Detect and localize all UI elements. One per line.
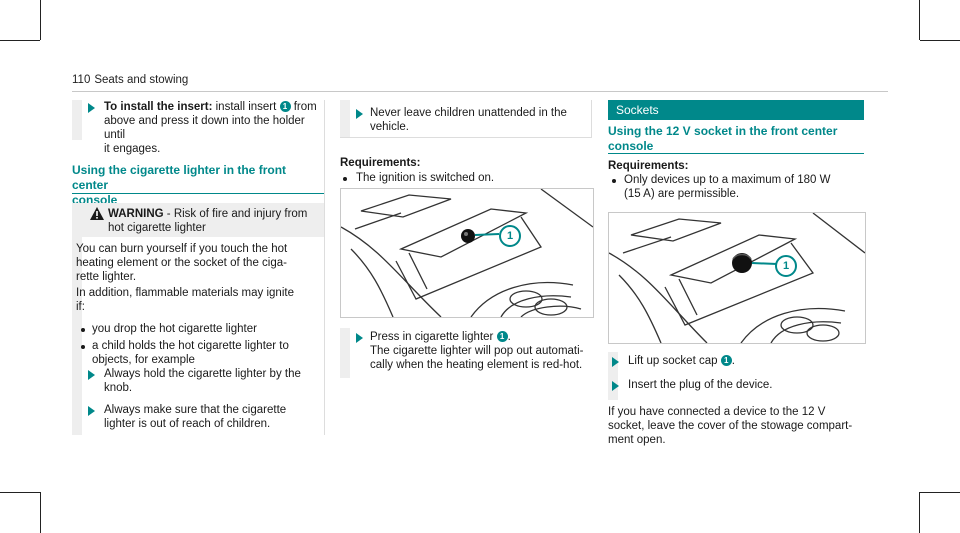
step-arrow-icon	[612, 381, 619, 391]
warning-side-bar	[72, 237, 82, 435]
crop-mark	[919, 492, 920, 533]
socket-note: If you have connected a device to the 12…	[608, 406, 853, 446]
crop-mark	[40, 492, 41, 533]
section-heading: Using the cigarette lighter in the front…	[72, 163, 287, 207]
crop-mark	[0, 40, 40, 41]
install-step: To install the insert: install insert 1 …	[104, 101, 317, 155]
crop-mark	[920, 40, 960, 41]
step-bar	[72, 100, 82, 140]
warning-header-bg	[72, 203, 324, 237]
header-rule	[72, 91, 888, 92]
requirement-item: Only devices up to a maximum of 180 W (1…	[624, 174, 831, 200]
callout-circle: 1	[499, 225, 521, 247]
heading-rule	[72, 193, 324, 194]
step-arrow-icon	[88, 103, 95, 113]
page-number: 110	[72, 74, 91, 86]
crop-mark	[920, 492, 960, 493]
warning-step: Always hold the cigarette lighter by the…	[104, 368, 301, 394]
step-arrow-icon	[356, 333, 363, 343]
requirements-title: Requirements:	[608, 160, 689, 172]
step-arrow-icon	[356, 109, 363, 119]
press-step: Press in cigarette lighter 1. The cigare…	[370, 331, 584, 371]
callout-circle: 1	[775, 255, 797, 277]
warning-box: WARNING - Risk of fire and injury from h…	[72, 203, 324, 435]
step-arrow-icon	[612, 357, 619, 367]
warning-triangle-icon	[90, 207, 104, 220]
bullet-dot	[612, 179, 616, 183]
bullet-dot	[343, 177, 347, 181]
crop-mark	[0, 492, 40, 493]
section-title: Seats and stowing	[94, 74, 189, 86]
heading-rule	[608, 153, 864, 154]
requirement-item: The ignition is switched on.	[356, 172, 495, 184]
callout-badge: 1	[720, 355, 732, 366]
section-banner: Sockets	[608, 100, 864, 120]
warning-body-2: In addition, flammable materials may ign…	[76, 287, 294, 313]
lighter-illustration	[341, 189, 593, 317]
step-box-border	[340, 100, 592, 138]
install-title: To install the insert:	[104, 101, 213, 113]
warning-title: WARNING	[108, 208, 164, 220]
list-item: you drop the hot cigarette lighter	[92, 323, 257, 335]
warning-body: You can burn yourself if you touch the h…	[76, 243, 288, 283]
step-bar	[340, 328, 350, 378]
list-item: a child holds the hot cigarette lighter …	[92, 340, 289, 366]
step-bar	[608, 352, 618, 400]
callout-badge: 1	[496, 331, 508, 342]
step-arrow-icon	[88, 406, 95, 416]
console-figure: 1	[340, 188, 594, 318]
warning-step: Always make sure that the cigarette ligh…	[104, 404, 287, 430]
banner-title: Sockets	[616, 103, 659, 117]
crop-mark	[40, 0, 41, 40]
insert-step: Insert the plug of the device.	[628, 379, 773, 391]
socket-figure: 1	[608, 212, 866, 344]
socket-illustration	[609, 213, 865, 343]
column-divider	[324, 100, 325, 435]
bullet-dot	[81, 345, 85, 349]
requirements-title: Requirements:	[340, 157, 421, 169]
step-arrow-icon	[88, 370, 95, 380]
bullet-dot	[81, 328, 85, 332]
never-leave-text: Never leave children unattended in the v…	[370, 107, 567, 133]
step-bar	[340, 100, 350, 138]
section-heading: Using the 12 V socket in the front cente…	[608, 124, 838, 153]
lift-step: Lift up socket cap 1.	[628, 355, 735, 367]
callout-badge: 1	[279, 101, 291, 112]
warning-text: WARNING - Risk of fire and injury from h…	[108, 208, 308, 234]
crop-mark	[919, 0, 920, 40]
